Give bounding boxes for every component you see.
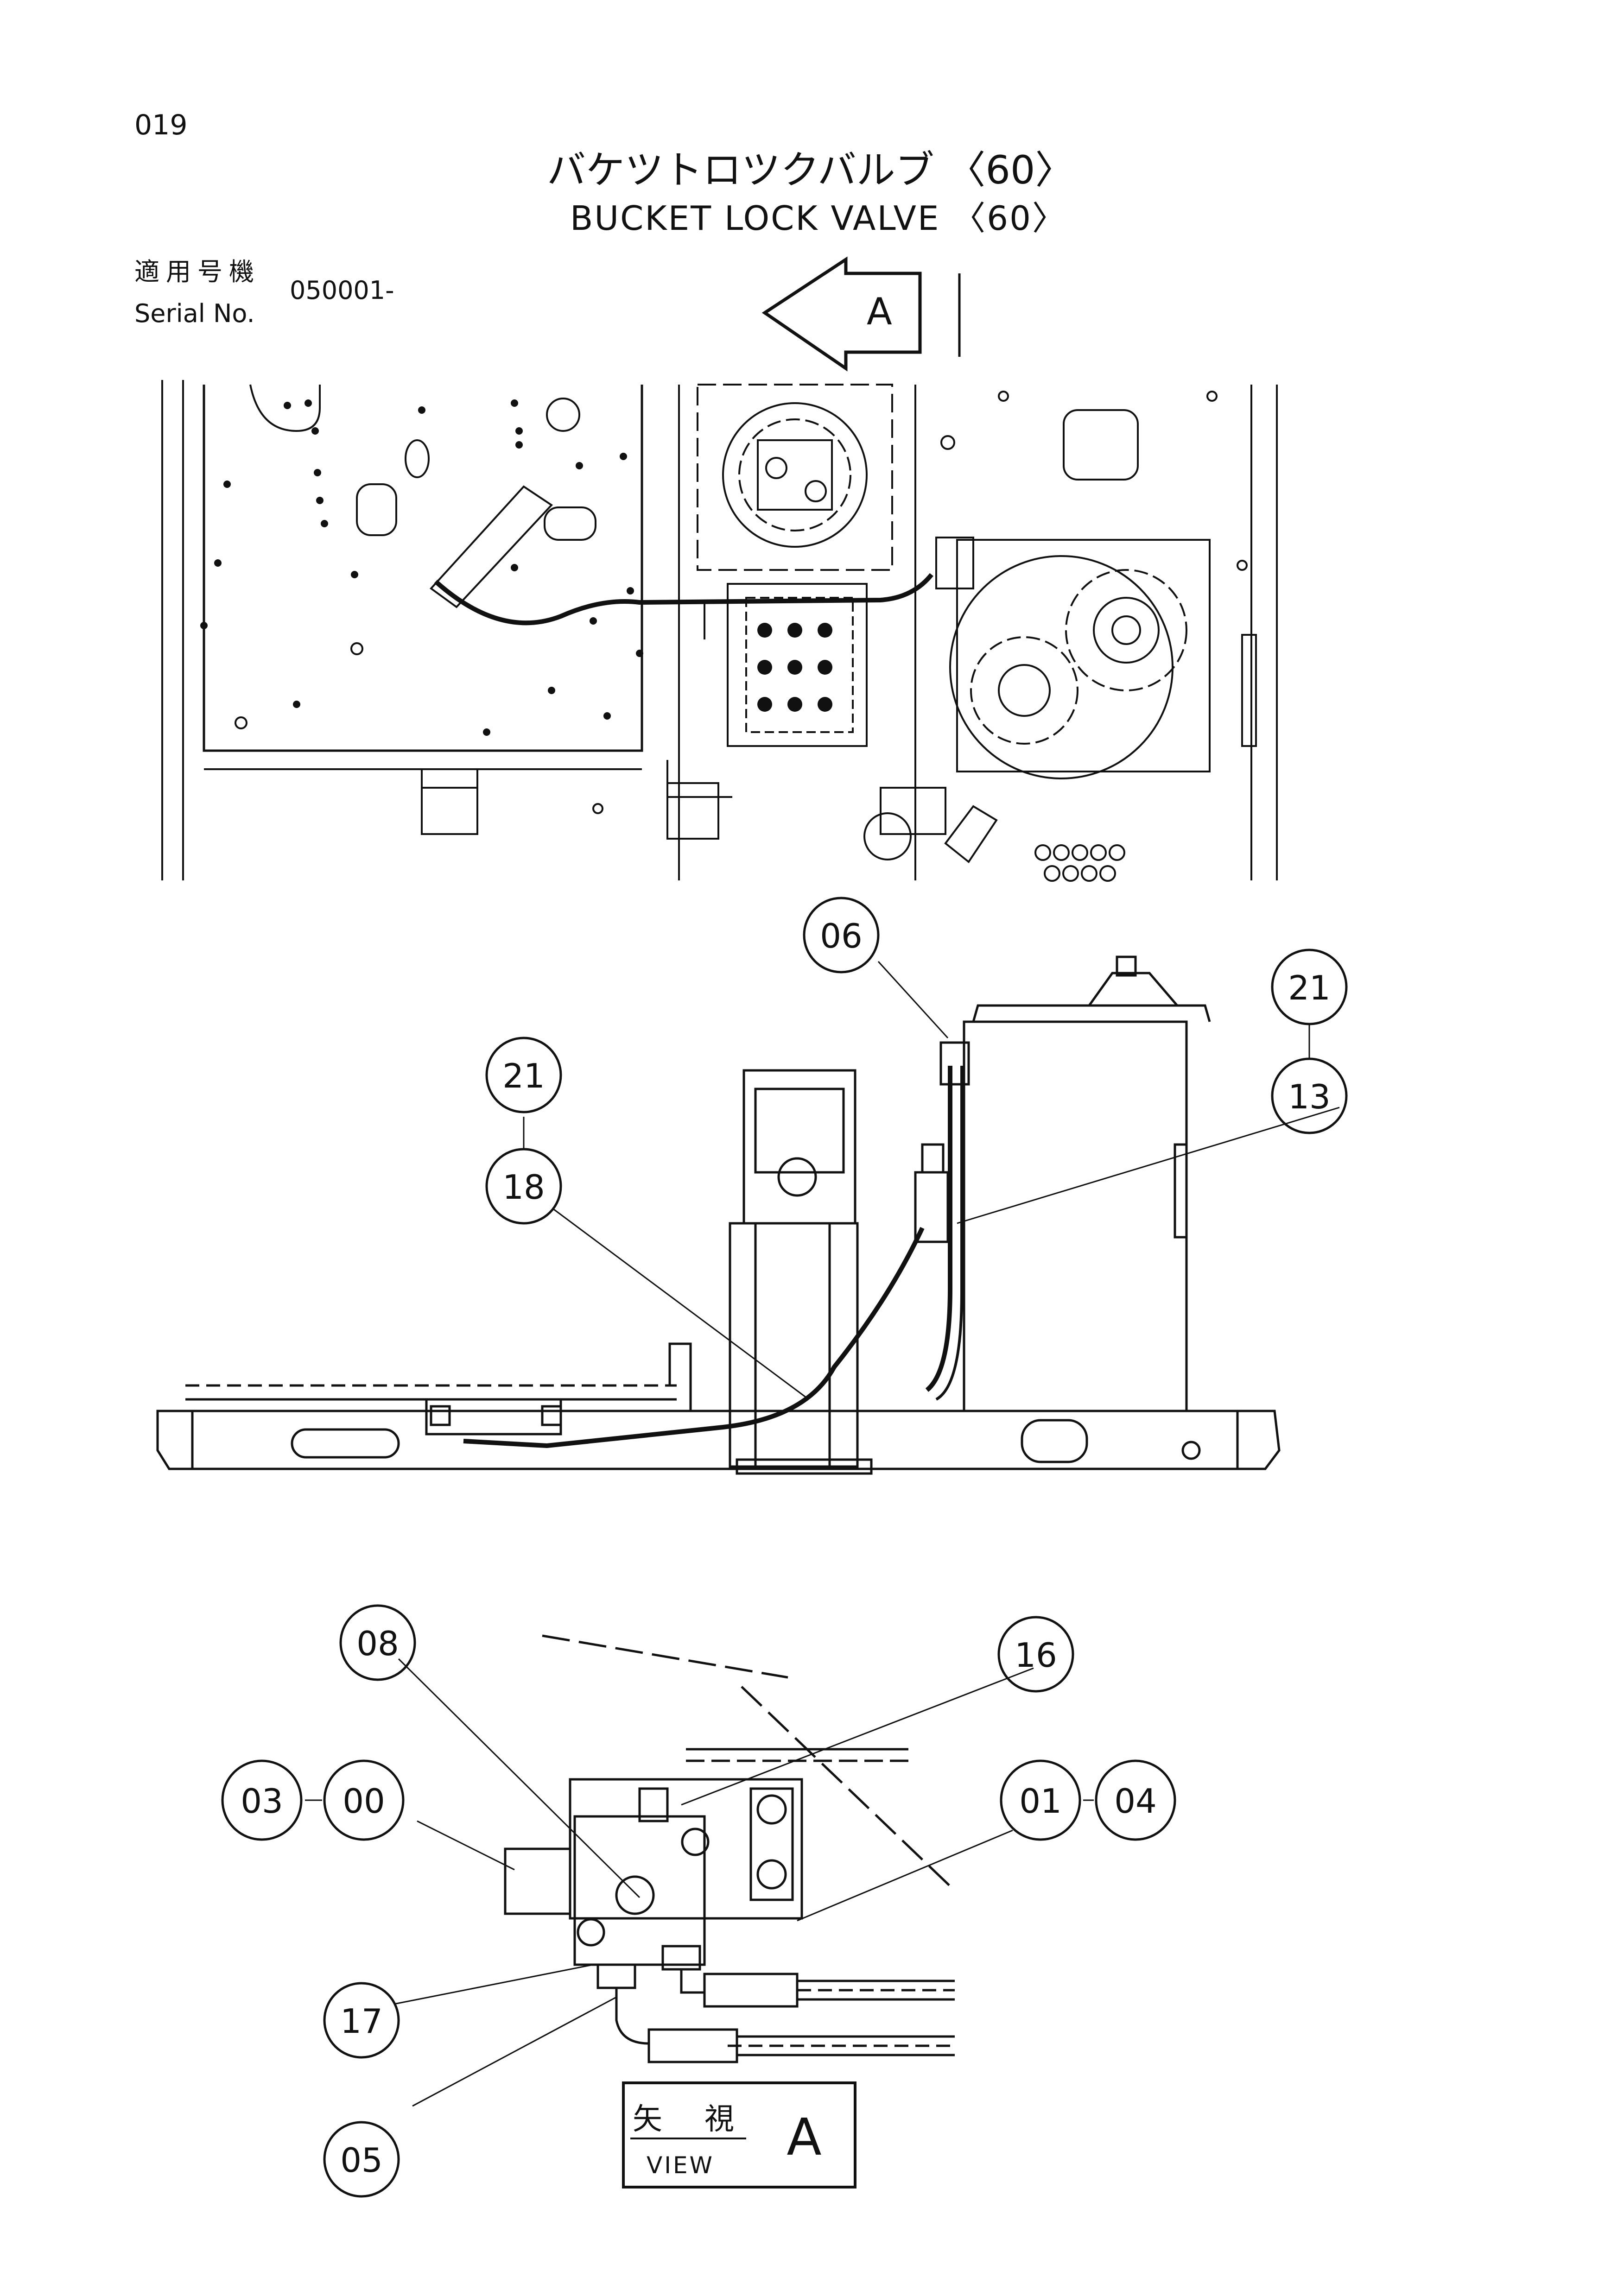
callout-05: 05 [323,2121,400,2198]
svg-text:00: 00 [343,1782,385,1821]
page-number: 019 [134,109,188,141]
svg-text:17: 17 [340,2002,383,2041]
callout-17: 17 [323,1982,400,2059]
serial-label-japanese: 適用号機 [134,257,260,286]
svg-text:16: 16 [1015,1636,1057,1675]
svg-text:VIEW: VIEW [647,2152,714,2179]
page-title-japanese: バケツトロツクバルブ 〈60〉 [547,147,1074,193]
view-arrow-a: A [761,256,961,372]
page-title: BUCKET LOCK VALVE 〈60〉 [570,199,1067,238]
svg-text:13: 13 [1288,1077,1331,1116]
svg-text:03: 03 [241,1782,283,1821]
svg-text:01: 01 [1019,1782,1062,1821]
callouts: 06 21 13 21 18 08 16 03 00 01 04 17 05 [221,897,1348,2198]
callout-01: 01 [1000,1759,1081,1841]
plan-view [161,380,1278,882]
svg-text:18: 18 [502,1168,545,1207]
detail-view-a [504,1634,956,2063]
callout-21-left: 21 [485,1037,562,1113]
leader-lines [305,961,1340,2107]
callout-04: 04 [1095,1759,1176,1841]
svg-text:05: 05 [340,2141,383,2180]
svg-text:A: A [787,2107,821,2167]
svg-text:21: 21 [1288,968,1331,1007]
callout-18: 18 [485,1148,562,1225]
callout-16: 16 [997,1616,1074,1693]
serial-number-range: 050001- [290,276,394,305]
svg-text:06: 06 [820,917,863,955]
serial-label: Serial No. [134,299,255,328]
side-view [156,955,1281,1475]
callout-21-top: 21 [1271,949,1348,1025]
svg-text:08: 08 [356,1624,399,1663]
view-arrow-letter: A [867,290,892,333]
callout-06: 06 [803,897,880,974]
svg-text:視: 視 [704,2102,734,2137]
view-a-label-box: 矢 視 VIEW A [622,2081,856,2188]
callout-08: 08 [339,1604,416,1681]
callout-13: 13 [1271,1057,1348,1134]
svg-text:21: 21 [502,1056,545,1095]
svg-text:矢: 矢 [633,2102,662,2137]
callout-00: 00 [323,1759,405,1841]
callout-03: 03 [221,1759,303,1841]
svg-text:04: 04 [1114,1782,1157,1821]
